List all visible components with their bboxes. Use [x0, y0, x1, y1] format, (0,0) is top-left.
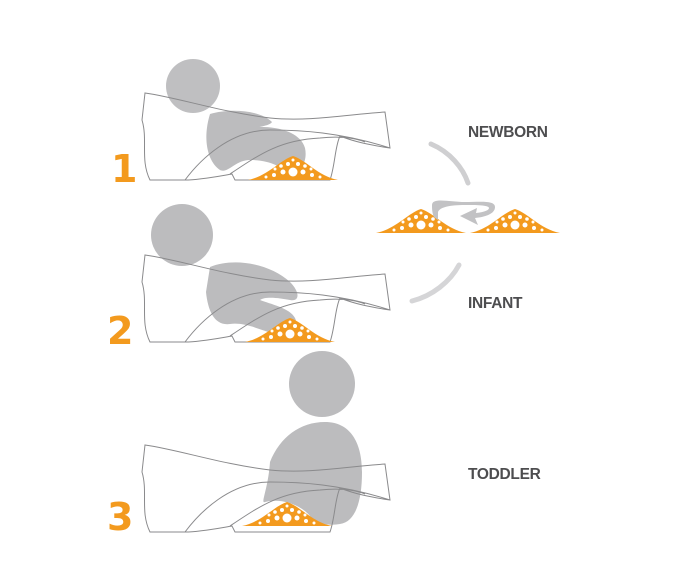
reversible-insert-graphic	[376, 141, 560, 304]
stage-number-2: 2	[107, 309, 134, 353]
stage-2-figure	[141, 204, 391, 343]
stage-number-3: 3	[107, 495, 134, 539]
stage-number-1: 1	[111, 147, 138, 191]
stage-3-figure	[141, 351, 391, 533]
stage-1-figure	[141, 59, 391, 181]
stage-label-infant: INFANT	[468, 295, 523, 312]
stage-label-newborn: NEWBORN	[468, 124, 548, 141]
stage-label-toddler: TODDLER	[468, 466, 541, 483]
rotate-arrow-icon	[432, 200, 495, 225]
